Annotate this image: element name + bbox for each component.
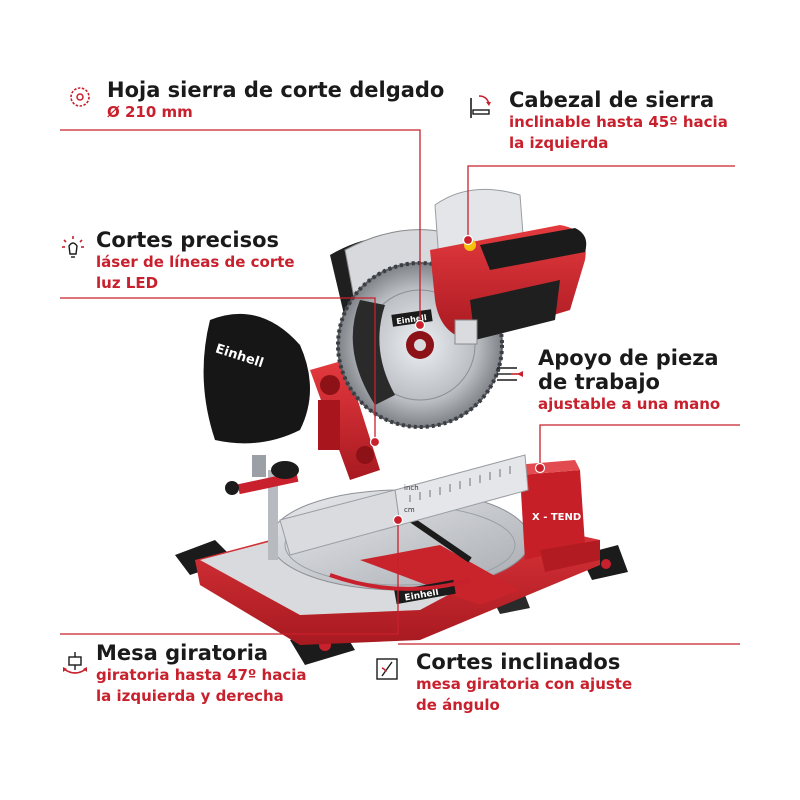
feature-support-title-2: de trabajo [538,370,660,394]
feature-table-subtitle-2: la izquierda y derecha [96,687,284,705]
extension-label: X - TEND [532,512,581,523]
feature-head-subtitle-2: la izquierda [509,134,609,152]
feature-support-subtitle: ajustable a una mano [538,395,721,413]
feature-laser-subtitle-2: luz LED [96,274,159,292]
feature-laser-subtitle-1: láser de líneas de corte [96,253,295,271]
feature-bevel-subtitle-2: de ángulo [416,696,500,714]
motor-head [430,188,587,345]
tilt-head-icon [470,95,491,118]
saw-blade-icon [70,87,90,107]
extension-support: X - TEND [515,460,600,572]
feature-head-title: Cabezal de sierra [509,88,715,112]
feature-bevel-subtitle-1: mesa giratoria con ajuste [416,675,633,693]
scale-unit-inch: inch [404,484,419,492]
feature-support-title-1: Apoyo de pieza [538,346,719,370]
scale-unit-cm: cm [404,506,415,514]
feature-blade-title: Hoja sierra de corte delgado [107,78,445,102]
laser-bulb-icon [62,236,84,258]
extension-support-icon [497,367,523,381]
feature-bevel-title: Cortes inclinados [416,650,621,674]
dust-bag: Einhell [203,313,310,444]
feature-blade-subtitle: Ø 210 mm [107,103,193,121]
turntable-icon [63,652,87,674]
feature-laser-title: Cortes precisos [96,228,279,252]
feature-table-title: Mesa giratoria [96,641,269,665]
feature-head-subtitle-1: inclinable hasta 45º hacia [509,113,728,131]
feature-table-subtitle-1: giratoria hasta 47º hacia [96,666,307,684]
workpiece-clamp [225,455,299,560]
bevel-angle-icon [376,658,398,680]
